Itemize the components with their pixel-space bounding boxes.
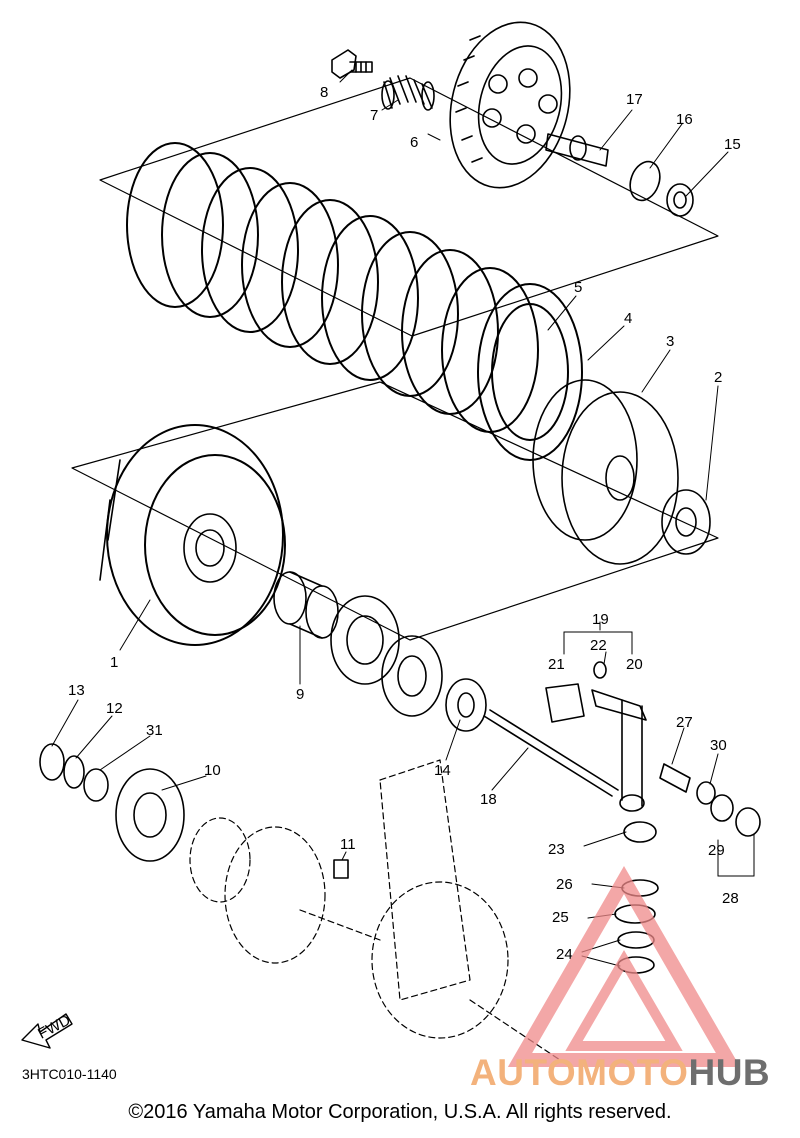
callout-29: 29	[708, 842, 725, 859]
clutch-plate-stack	[126, 142, 583, 461]
upper-leader-box	[99, 77, 719, 337]
bolt-part	[331, 49, 373, 79]
washer-14-part	[445, 678, 487, 732]
pressure-plate-part	[449, 21, 571, 189]
leader-lines	[51, 69, 755, 967]
bolt-27-part	[659, 763, 691, 793]
washer-2-part	[661, 489, 711, 555]
callout-30: 30	[710, 737, 727, 754]
crankshaft-reference	[189, 759, 561, 1061]
fwd-label: FWD	[35, 1012, 73, 1043]
callout-19: 19	[592, 611, 609, 628]
watermark-logo: AUTOMOTOHUB	[470, 1052, 770, 1094]
callout-18: 18	[480, 791, 497, 808]
sleeve-part	[273, 571, 339, 639]
callout-17: 17	[626, 91, 643, 108]
callout-7: 7	[370, 107, 378, 124]
callout-23: 23	[548, 841, 565, 858]
washer-30-part	[696, 781, 716, 805]
callout-4: 4	[624, 310, 632, 327]
key-11-part	[333, 859, 349, 879]
callout-13: 13	[68, 682, 85, 699]
gear-b	[381, 635, 443, 717]
nut-16-part	[629, 160, 661, 202]
collar-31-part	[83, 768, 109, 802]
clutch-housing-part	[99, 424, 286, 646]
callout-28: 28	[722, 890, 739, 907]
callout-5: 5	[574, 279, 582, 296]
spring-23-part	[623, 821, 657, 843]
washer-12-part	[63, 755, 85, 789]
spring-part	[381, 75, 435, 111]
callout-1: 1	[110, 654, 118, 671]
callout-12: 12	[106, 700, 123, 717]
callout-3: 3	[666, 333, 674, 350]
callout-6: 6	[410, 134, 418, 151]
watermark-part2: HUB	[688, 1052, 771, 1093]
fwd-arrow-icon	[21, 1013, 73, 1049]
callout-31: 31	[146, 722, 163, 739]
gear-a	[330, 595, 400, 685]
gear-10-part	[115, 768, 185, 862]
lever-assembly-part	[545, 661, 647, 812]
callout-9: 9	[296, 686, 304, 703]
nut-29-part	[710, 794, 734, 822]
washer-15-part	[666, 183, 694, 217]
callout-24: 24	[556, 946, 573, 963]
push-lever-shaft-part	[483, 709, 619, 797]
callout-2: 2	[714, 369, 722, 386]
callout-15: 15	[724, 136, 741, 153]
drawing-code: 3HTC010-1140	[22, 1066, 117, 1082]
callout-14: 14	[434, 762, 451, 779]
callout-numbers: 1 2 3 4 5 6 7 8 9 10 11 12 13 14 15 16 1…	[68, 84, 741, 963]
nut-28-part	[735, 807, 761, 837]
copyright-notice: ©2016 Yamaha Motor Corporation, U.S.A. A…	[128, 1101, 672, 1123]
callout-11: 11	[340, 836, 356, 853]
callout-20: 20	[626, 656, 643, 673]
callout-16: 16	[676, 111, 693, 128]
clutch-boss-part	[532, 379, 679, 565]
callout-26: 26	[556, 876, 573, 893]
lower-leader-box	[71, 381, 719, 641]
callout-22: 22	[590, 637, 607, 654]
callout-27: 27	[676, 714, 693, 731]
callout-8: 8	[320, 84, 328, 101]
nut-13-part	[39, 743, 65, 781]
watermark-triangle-icon	[507, 866, 741, 1067]
callout-10: 10	[204, 762, 221, 779]
watermark-part1: AUTOMOTO	[470, 1052, 689, 1093]
push-rod-part	[545, 133, 609, 167]
callout-25: 25	[552, 909, 569, 926]
callout-21: 21	[548, 656, 565, 673]
